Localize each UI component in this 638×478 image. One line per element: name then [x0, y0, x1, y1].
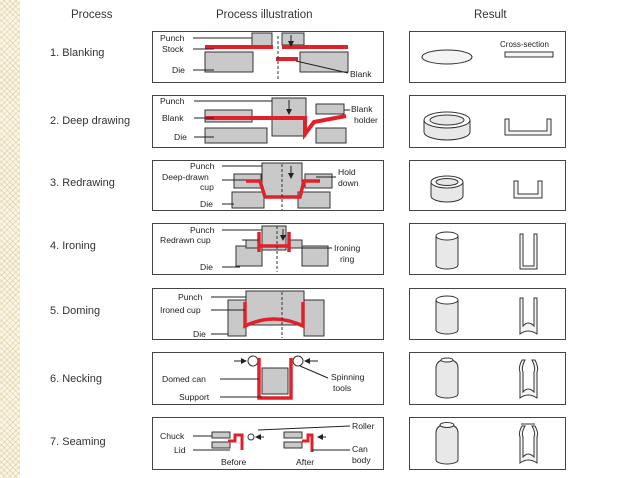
- redrawing-label-hold-down-1: Hold: [338, 167, 356, 177]
- result-box-doming: [409, 288, 566, 340]
- seaming-illustration: Chuck Lid Before After Roller Can body: [160, 421, 375, 467]
- doming-result: [435, 295, 538, 335]
- deep-drawing-label-blank-holder-2: holder: [354, 115, 378, 125]
- seaming-label-roller: Roller: [352, 421, 375, 431]
- ironing-illustration: Punch Redrawn cup Die Ironing ring: [160, 225, 360, 272]
- redrawing-illustration: Punch Deep-drawn cup Die Hold down: [162, 161, 359, 210]
- result-box-necking: [409, 352, 566, 405]
- blanking-result-label-cross-section: Cross-section: [500, 40, 549, 49]
- doming-label-ironed-cup: Ironed cup: [160, 305, 201, 315]
- process-label-necking: 6. Necking: [50, 373, 102, 385]
- ironing-label-die: Die: [200, 262, 213, 272]
- result-box-seaming: [409, 417, 566, 470]
- process-label-blanking: 1. Blanking: [50, 47, 105, 59]
- redrawing-label-die: Die: [200, 199, 213, 209]
- blanking-label-blank: Blank: [350, 69, 372, 79]
- result-box-ironing: [409, 223, 566, 275]
- necking-illustration: Domed can Support Spinning tools: [162, 355, 365, 402]
- blanking-illustration: Punch Stock Die Blank: [160, 32, 372, 80]
- seaming-label-after: After: [296, 457, 314, 467]
- necking-label-domed-can: Domed can: [162, 374, 206, 384]
- redrawing-label-deep-drawn-1: Deep-drawn: [162, 172, 209, 182]
- deep-drawing-illustration: Punch Blank Die Blank holder: [160, 96, 378, 144]
- seaming-label-lid: Lid: [174, 445, 186, 455]
- necking-label-support: Support: [179, 392, 210, 402]
- necking-result: [435, 357, 539, 399]
- process-label-redrawing: 3. Redrawing: [50, 177, 115, 189]
- deep-drawing-label-die: Die: [174, 132, 187, 142]
- deep-drawing-result: [423, 111, 552, 141]
- blanking-label-punch: Punch: [160, 33, 185, 43]
- process-label-deep-drawing: 2. Deep drawing: [50, 115, 131, 127]
- header-process: Process: [71, 9, 113, 21]
- seaming-result: [435, 422, 539, 465]
- header-process-illustration: Process illustration: [216, 9, 313, 21]
- necking-label-spinning-tools-1: Spinning: [331, 372, 365, 382]
- seaming-label-before: Before: [221, 457, 247, 467]
- deep-drawing-label-blank: Blank: [162, 113, 184, 123]
- process-label-seaming: 7. Seaming: [50, 436, 106, 448]
- process-label-doming: 5. Doming: [50, 305, 101, 317]
- ironing-label-ironing-ring-2: ring: [340, 254, 355, 264]
- seaming-label-can-body-1: Can: [352, 444, 368, 454]
- deep-drawing-label-punch: Punch: [160, 96, 185, 106]
- doming-label-punch: Punch: [178, 292, 203, 302]
- redrawing-label-deep-drawn-2: cup: [200, 182, 214, 192]
- decorative-side-stripe: [0, 0, 20, 478]
- redrawing-label-hold-down-2: down: [338, 178, 359, 188]
- blanking-label-die: Die: [172, 65, 185, 75]
- necking-label-spinning-tools-2: tools: [333, 383, 351, 393]
- redrawing-result: [430, 175, 543, 203]
- header-result: Result: [474, 9, 507, 21]
- ironing-result: [435, 231, 538, 270]
- ironing-label-redrawn-cup: Redrawn cup: [160, 235, 211, 245]
- seaming-label-can-body-2: body: [352, 455, 371, 465]
- redrawing-label-punch: Punch: [190, 161, 215, 171]
- blanking-label-stock: Stock: [162, 44, 184, 54]
- blanking-result: Cross-section: [421, 40, 554, 65]
- process-label-ironing: 4. Ironing: [50, 240, 96, 252]
- ironing-label-punch: Punch: [190, 225, 215, 235]
- doming-illustration: Punch Ironed cup Die: [160, 290, 325, 339]
- ironing-label-ironing-ring-1: Ironing: [334, 243, 360, 253]
- doming-label-die: Die: [193, 329, 206, 339]
- deep-drawing-label-blank-holder-1: Blank: [351, 104, 373, 114]
- seaming-label-chuck: Chuck: [160, 431, 185, 441]
